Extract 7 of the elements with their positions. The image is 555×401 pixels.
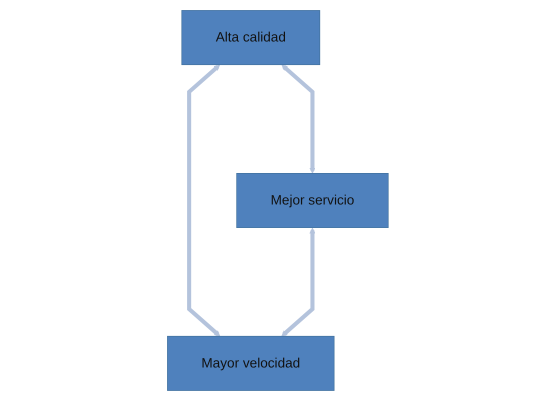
arrow [281, 228, 316, 337]
diagram: Alta calidad Mejor servicio Mayor velocidad [162, 5, 394, 396]
node-box [166, 336, 334, 391]
arrow [281, 64, 316, 174]
node-box [181, 10, 320, 66]
node-box [236, 173, 388, 228]
arrow [186, 64, 220, 337]
